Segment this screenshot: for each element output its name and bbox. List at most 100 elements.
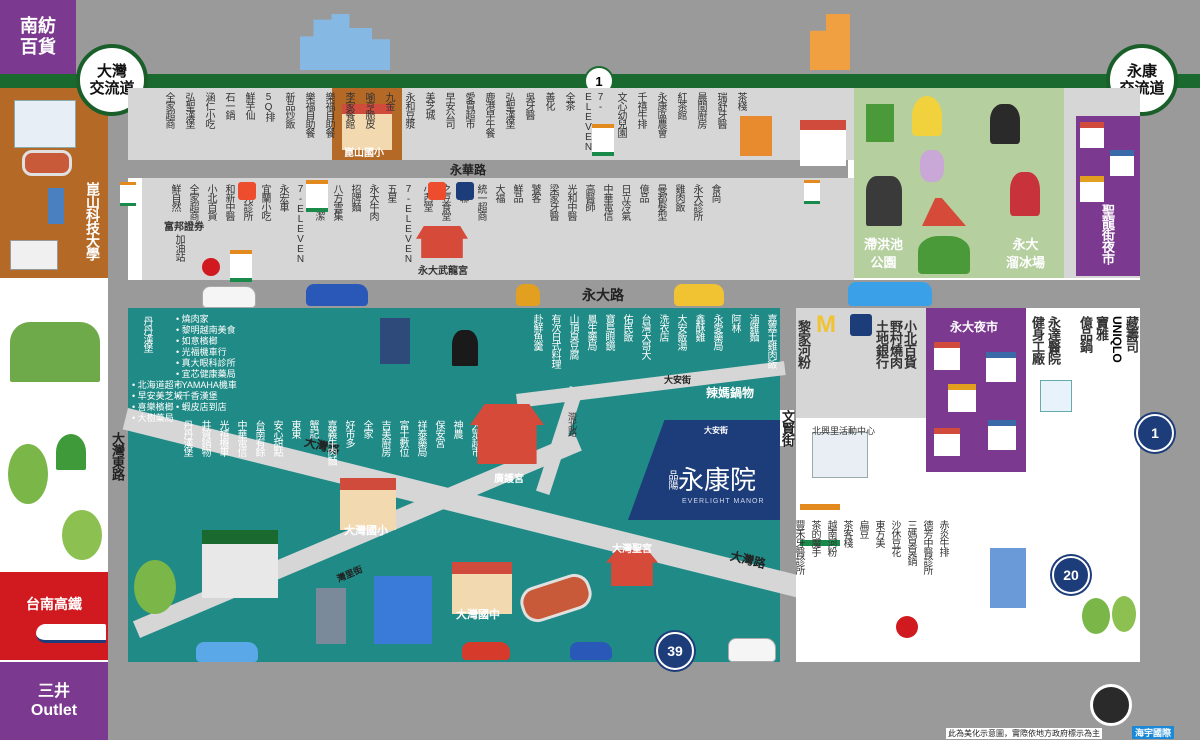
mitsui-outlet[interactable]: 三井 Outlet xyxy=(0,662,108,740)
sushiro-label[interactable]: 藏壽司 xyxy=(1124,316,1139,352)
wulong-temple-label[interactable]: 永大武龍宮 xyxy=(418,266,468,277)
nanfang-department-store[interactable]: 南紡 百貨 xyxy=(0,0,76,74)
shop-label[interactable]: 永愛藥局 xyxy=(711,314,722,350)
shop-label[interactable]: 全家超商 xyxy=(163,92,174,128)
shop-label[interactable]: 和新中醫 xyxy=(223,184,234,220)
shop-label[interactable]: 台灣大哥大 xyxy=(639,314,650,359)
shop-label[interactable]: 慈光診所 xyxy=(241,184,252,220)
shop-label[interactable]: • 北海道超市 xyxy=(132,380,183,390)
shop-label[interactable]: 食尚 xyxy=(709,184,720,202)
shop-label[interactable]: 蟹記 xyxy=(307,420,318,438)
shop-label[interactable]: 洗衣店 xyxy=(657,314,668,341)
shop-label[interactable]: 永大牛肉 xyxy=(367,184,378,220)
shop-label[interactable]: 7-ELEVEN xyxy=(583,92,606,152)
shop-label[interactable]: 祥泰藥局 xyxy=(415,420,426,456)
shop-label[interactable]: 豐禾牙醫診所 xyxy=(793,520,804,574)
shop-label[interactable]: 弘聖漢堡 xyxy=(183,92,194,128)
poya-label[interactable]: 寶雅 xyxy=(1094,316,1109,340)
shop-label[interactable]: 永康區農會 xyxy=(655,92,666,137)
shop-label[interactable]: 全家 xyxy=(361,420,372,438)
shop-label[interactable]: 中華電信 xyxy=(235,420,246,456)
shop-label[interactable]: 阿林 xyxy=(729,314,740,332)
shop-label[interactable]: 大福 xyxy=(493,184,504,202)
shop-label[interactable]: 富士數位 xyxy=(397,420,408,456)
shop-label[interactable]: 三媽臭臭鍋 xyxy=(905,520,916,565)
shop-label[interactable]: 井賀鍋物 xyxy=(199,420,210,456)
shop-label[interactable]: • 大樹藥局 xyxy=(132,413,174,423)
yongda-hospital-label[interactable]: 永達醫院 xyxy=(1046,316,1061,364)
guanghu-temple-label[interactable]: 廣護宮 xyxy=(494,474,524,485)
shop-label[interactable]: 赤炎牛排 xyxy=(937,520,948,556)
shop-label[interactable]: 鮮自然 xyxy=(169,184,180,211)
shop-label[interactable]: 鹿港早午餐 xyxy=(483,92,494,137)
shop-label[interactable]: 台南有餘 xyxy=(253,420,264,456)
uniqlo-label[interactable]: UNIQLO xyxy=(1110,316,1124,363)
gym-label[interactable]: 健身工廠 xyxy=(1030,316,1045,364)
shop-label[interactable]: 新品炒飯 xyxy=(283,92,294,128)
shop-label[interactable]: • 燒肉家 xyxy=(176,314,209,324)
shop-label[interactable]: 樂福自助餐 xyxy=(303,92,314,137)
shop-label[interactable]: 全家超商 xyxy=(187,184,198,220)
shop-label[interactable]: 高醫師 xyxy=(583,184,594,211)
shop-label[interactable]: 茶客棧 xyxy=(841,520,852,547)
shop-label[interactable]: 中華電信 xyxy=(601,184,612,220)
shop-label[interactable]: 宜蘭小吃 xyxy=(259,184,270,220)
shop-label[interactable]: 瑞舒牙醫 xyxy=(715,92,726,128)
shop-label[interactable]: • 蝦皮店到店 xyxy=(176,402,227,412)
shop-label[interactable]: 5Q排 xyxy=(263,92,274,121)
shop-label[interactable]: 赴鮮魚羹 xyxy=(531,314,542,350)
shop-label[interactable]: 7-ELEVEN xyxy=(295,184,306,264)
shop-label[interactable]: 涵仁小吃 xyxy=(203,92,214,128)
xiaobei-label[interactable]: 小北百貨 xyxy=(902,320,917,368)
shop-label[interactable]: 大眾超市 xyxy=(469,420,480,456)
shop-label[interactable]: 吉美廚房 xyxy=(379,420,390,456)
vietnamese-pho-label[interactable]: 黎家河粉 xyxy=(796,320,811,368)
shop-label[interactable]: 小北百貨 xyxy=(205,184,216,220)
shop-label[interactable]: 寶島眼鏡 xyxy=(603,314,614,350)
hotpot-label[interactable]: 億品鍋 xyxy=(1078,316,1093,352)
shop-label[interactable]: 吳牙醫 xyxy=(523,92,534,119)
shop-label[interactable]: 曼都髮型 xyxy=(655,184,666,220)
shop-label[interactable]: 統一超商 xyxy=(475,184,486,220)
kunshan-elementary-label[interactable]: 崑山國小 xyxy=(344,148,384,159)
detention-park-label[interactable]: 滯洪池 公園 xyxy=(864,237,904,270)
shop-label[interactable]: 丹丹漢堡 xyxy=(181,420,192,456)
shop-label[interactable]: 有次日式料理 xyxy=(549,314,560,368)
yakiniku-label[interactable]: 野村燒肉 xyxy=(888,320,903,368)
shop-label[interactable]: • 如意檳榔 xyxy=(176,336,218,346)
shop-label[interactable]: 東方美 xyxy=(873,520,884,547)
shop-label[interactable]: 雞肉飯 xyxy=(673,184,684,211)
shop-label[interactable]: 滷雞麵 xyxy=(747,314,758,341)
shop-label[interactable]: 永宏車 xyxy=(277,184,288,211)
shop-label[interactable]: 嘉義牛肉麵 xyxy=(325,420,336,465)
shop-label[interactable]: 佑民飯 xyxy=(621,314,632,341)
shop-label[interactable]: 永和豆漿 xyxy=(403,92,414,128)
land-bank-label[interactable]: 土地銀行 xyxy=(874,320,889,368)
spicy-pot-label[interactable]: 辣媽鍋物 xyxy=(706,386,755,400)
shop-label[interactable]: 茶的魔手 xyxy=(809,520,820,556)
shop-label[interactable]: 億品 xyxy=(637,184,648,202)
shop-label[interactable]: 弘聖漢堡 xyxy=(503,92,514,128)
shop-label[interactable]: 大安飯湯 xyxy=(675,314,686,350)
shop-label[interactable]: 德芳中醫診所 xyxy=(921,520,932,574)
shop-label[interactable]: 紅茶館 xyxy=(675,92,686,119)
shop-label[interactable]: • 光福機車行 xyxy=(176,347,227,357)
shenggong-temple-label[interactable]: 大灣聖宮 xyxy=(612,544,652,555)
shop-label[interactable]: 善化 xyxy=(543,92,554,110)
shop-label[interactable]: 山頂臭豆腐 xyxy=(567,314,578,359)
shop-label[interactable]: 茶棧 xyxy=(735,92,746,110)
shop-label[interactable]: 早安公司 xyxy=(443,92,454,128)
shop-label[interactable]: 喻亨脆皮 xyxy=(363,92,374,128)
shop-label[interactable]: 鮮芋仙 xyxy=(243,92,254,119)
shop-label[interactable]: 保安宮 xyxy=(433,420,444,447)
shop-label[interactable]: 之豆食堂 xyxy=(439,184,450,220)
shop-label[interactable]: 鮮品 xyxy=(511,184,522,202)
shop-label[interactable]: 文心幼兒園 xyxy=(615,92,626,137)
shop-label[interactable]: 7-ELEVEN xyxy=(403,184,414,264)
shop-label[interactable]: 光和中醫 xyxy=(565,184,576,220)
shop-label[interactable]: • 黎明越南美食 xyxy=(176,325,236,335)
shop-label[interactable]: 樂福自助餐 xyxy=(323,92,334,137)
shop-label[interactable]: 千禧牛排 xyxy=(635,92,646,128)
shop-label[interactable]: 沙休豆花 xyxy=(889,520,900,556)
shop-label[interactable]: 安心甜點 xyxy=(271,420,282,456)
